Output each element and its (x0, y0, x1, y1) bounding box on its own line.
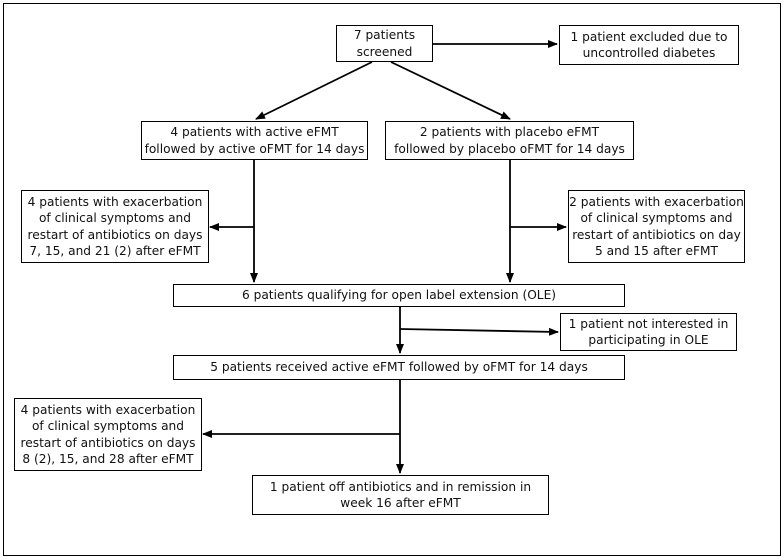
ole-exacerbation-box: 4 patients with exacerbation of clinical… (14, 398, 202, 471)
placebo-arm-box: 2 patients with placebo eFMT followed by… (385, 121, 634, 160)
outer-frame (3, 3, 781, 556)
screened-box: 7 patients screened (336, 25, 433, 62)
ole-qualifying-box: 6 patients qualifying for open label ext… (173, 284, 625, 307)
remission-box: 1 patient off antibiotics and in remissi… (252, 475, 549, 515)
placebo-exacerbation-box: 2 patients with exacerbation of clinical… (568, 190, 745, 263)
received-active-box: 5 patients received active eFMT followed… (173, 355, 625, 380)
active-arm-box: 4 patients with active eFMT followed by … (141, 121, 368, 160)
active-exacerbation-box: 4 patients with exacerbation of clinical… (21, 190, 209, 263)
excluded-box: 1 patient excluded due to uncontrolled d… (559, 25, 739, 65)
not-interested-box: 1 patient not interested in participatin… (560, 313, 737, 351)
